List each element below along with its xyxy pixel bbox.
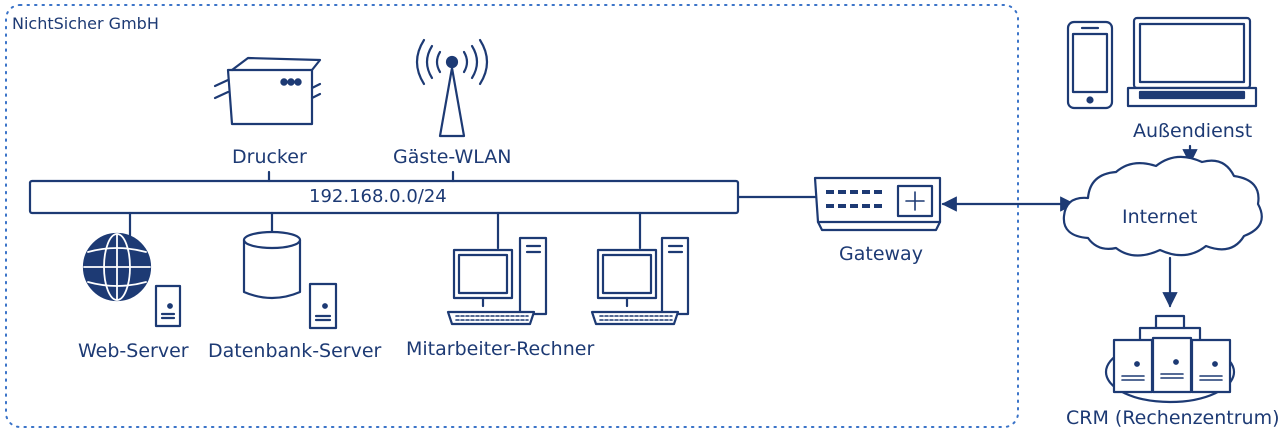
network-address-label: 192.168.0.0/24 [309, 186, 447, 207]
guest-wlan-label: Gäste-WLAN [393, 146, 512, 168]
wifi-icon [415, 38, 489, 138]
phone-icon [1066, 20, 1114, 110]
db-server-label: Datenbank-Server [208, 340, 382, 362]
web-server-tower-icon [154, 284, 182, 328]
company-boundary [5, 4, 1019, 428]
laptop-icon [1126, 16, 1258, 108]
globe-icon [82, 232, 152, 302]
internet-label: Internet [1122, 206, 1198, 228]
employee-pcs-label: Mitarbeiter-Rechner [406, 338, 595, 360]
workstation-icon [446, 236, 548, 326]
gateway-label: Gateway [839, 243, 923, 265]
printer-icon [213, 56, 322, 126]
gateway-icon [813, 176, 942, 232]
field-service-label: Außendienst [1133, 120, 1253, 142]
web-server-label: Web-Server [78, 340, 189, 362]
cloud-icon [1062, 155, 1263, 257]
db-server-tower-icon [308, 282, 338, 330]
printer-label: Drucker [232, 146, 307, 168]
database-icon [242, 230, 302, 300]
datacenter-icon [1104, 314, 1236, 404]
workstation-icon [590, 236, 690, 326]
crm-label: CRM (Rechenzentrum) [1066, 407, 1280, 429]
company-label: NichtSicher GmbH [12, 14, 159, 33]
